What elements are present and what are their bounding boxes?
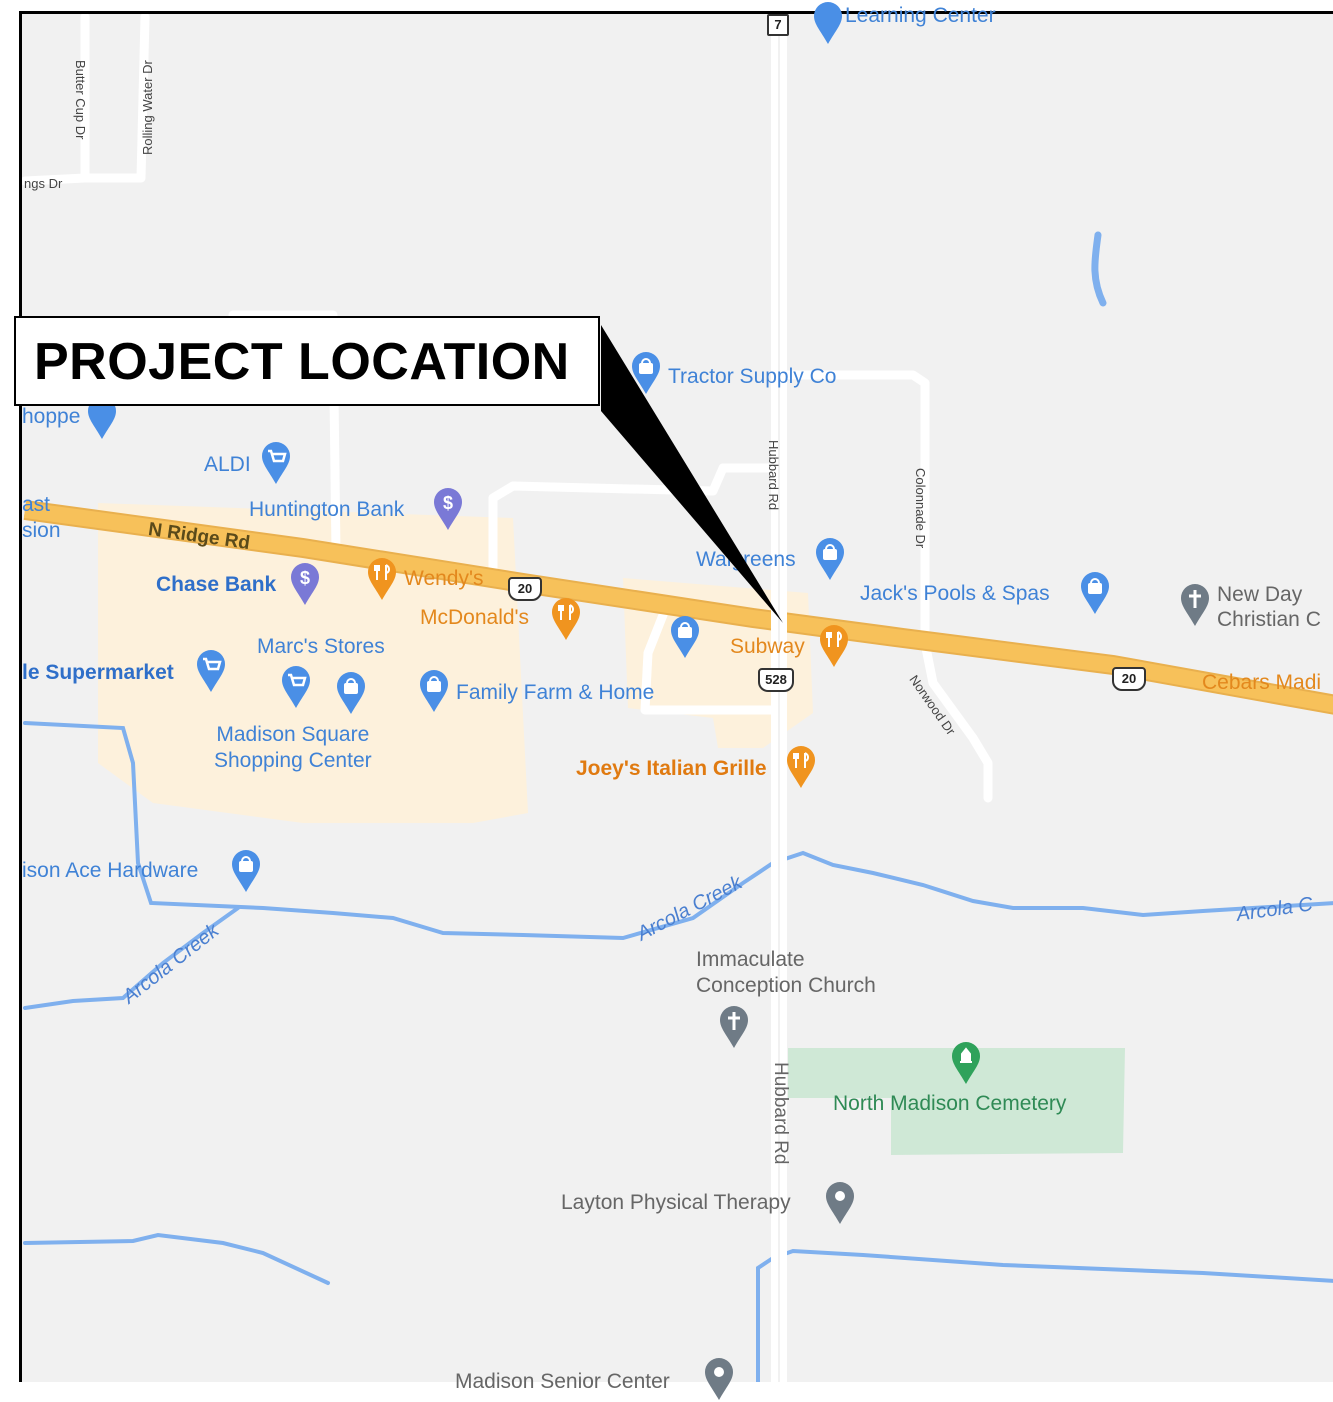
huntington-bank-label[interactable]: Huntington Bank xyxy=(249,498,405,521)
jacks-pools-label[interactable]: Jack's Pools & Spas xyxy=(860,582,1050,605)
joeys-label[interactable]: Joey's Italian Grille xyxy=(576,757,767,780)
callout-pointer xyxy=(601,325,783,623)
marcs-stores-pin-shopping-cart-icon[interactable] xyxy=(278,664,314,710)
ace-hardware-pin-shopping-bag-icon[interactable] xyxy=(228,848,264,894)
mcdonalds-label[interactable]: McDonald's xyxy=(420,606,530,629)
mcdonalds-pin-fork-knife-icon[interactable] xyxy=(548,596,584,642)
sr-7-shield: 7 xyxy=(767,14,789,36)
new-day-church-pin-cross-icon[interactable] xyxy=(1177,582,1213,628)
aldi-label[interactable]: ALDI xyxy=(204,453,251,476)
map-frame[interactable] xyxy=(19,11,1333,1382)
center-shop-pin-shopping-bag-icon[interactable] xyxy=(667,614,703,660)
us-20-shield-west: 20 xyxy=(508,577,542,601)
commercial-area-west xyxy=(98,503,528,823)
hoppe-pin-icon[interactable] xyxy=(84,395,120,441)
north-madison-cemetery-label[interactable]: North Madison Cemetery xyxy=(833,1092,1067,1115)
svg-text:$: $ xyxy=(300,568,310,588)
joeys-pin-fork-knife-icon[interactable] xyxy=(783,744,819,790)
east-label[interactable]: ast sion xyxy=(22,493,61,542)
wendys-pin-fork-knife-icon[interactable] xyxy=(364,556,400,602)
minor-roads xyxy=(22,14,993,803)
subway-label[interactable]: Subway xyxy=(730,635,805,658)
ngs-dr-label: ngs Dr xyxy=(24,176,63,191)
walgreens-label[interactable]: Walgreens xyxy=(696,548,796,571)
immaculate-conception-label[interactable]: Immaculate Conception Church xyxy=(696,948,876,997)
supermarket-label[interactable]: le Supermarket xyxy=(22,661,174,684)
chase-bank-pin-dollar-icon[interactable]: $ xyxy=(287,561,323,607)
project-location-label: PROJECT LOCATION xyxy=(34,333,570,391)
aldi-pin-shopping-cart-icon[interactable] xyxy=(258,440,294,486)
hoppe-label[interactable]: hoppe xyxy=(22,405,81,428)
madison-square-pin-shopping-bag-icon[interactable] xyxy=(333,670,369,716)
family-farm-pin-shopping-bag-icon[interactable] xyxy=(416,668,452,714)
cebars-label[interactable]: Cebars Madi xyxy=(1202,671,1322,694)
layton-pin-location-pin-icon[interactable] xyxy=(822,1180,858,1226)
project-location-callout: PROJECT LOCATION xyxy=(14,316,600,406)
wendys-label[interactable]: Wendy's xyxy=(404,567,484,590)
senior-center-pin-location-pin-icon[interactable] xyxy=(701,1356,737,1402)
water-features xyxy=(23,231,1333,1382)
immaculate-conception-pin-cross-icon[interactable] xyxy=(716,1004,752,1050)
supermarket-pin-shopping-cart-icon[interactable] xyxy=(193,648,229,694)
tractor-supply-label[interactable]: Tractor Supply Co xyxy=(668,365,837,388)
sr-528-shield: 528 xyxy=(758,668,794,692)
subway-pin-fork-knife-icon[interactable] xyxy=(816,623,852,669)
map-canvas[interactable] xyxy=(22,14,1333,1382)
jacks-pools-pin-shopping-bag-icon[interactable] xyxy=(1077,570,1113,616)
family-farm-label[interactable]: Family Farm & Home xyxy=(456,681,655,704)
ace-hardware-label[interactable]: ison Ace Hardware xyxy=(22,859,199,882)
walgreens-pin-shopping-bag-icon[interactable] xyxy=(812,536,848,582)
learning-center-pin-icon[interactable] xyxy=(810,0,846,46)
new-day-church-label[interactable]: New Day Christian C xyxy=(1217,583,1321,631)
madison-square-label[interactable]: Madison Square Shopping Center xyxy=(214,723,372,772)
tractor-supply-pin-shopping-bag-icon[interactable] xyxy=(628,350,664,396)
learning-center-label[interactable]: Learning Center xyxy=(845,4,996,27)
us-20-shield-east: 20 xyxy=(1112,667,1146,691)
huntington-bank-pin-dollar-icon[interactable]: $ xyxy=(430,486,466,532)
layton-physical-therapy-label[interactable]: Layton Physical Therapy xyxy=(561,1191,791,1214)
svg-text:$: $ xyxy=(443,493,453,513)
chase-bank-label[interactable]: Chase Bank xyxy=(156,573,277,596)
cemetery-area xyxy=(788,1048,1125,1155)
cemetery-pin-icon[interactable] xyxy=(948,1040,984,1086)
marcs-stores-label[interactable]: Marc's Stores xyxy=(257,635,385,658)
